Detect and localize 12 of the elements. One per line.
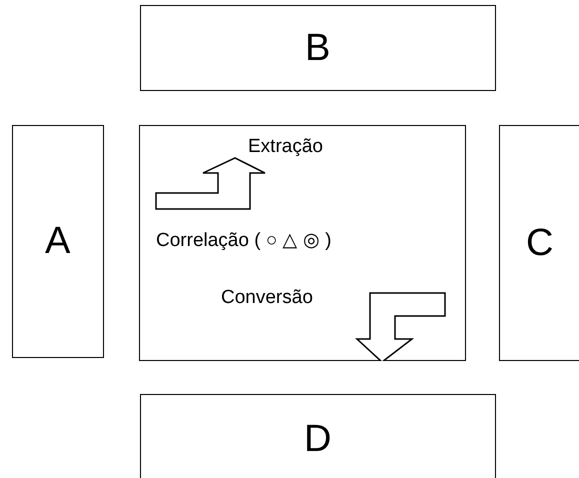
text-label: Correlação ( ○ △ ◎ ) (156, 231, 332, 251)
box (12, 125, 104, 358)
box-label: A (45, 222, 70, 260)
box-label: B (305, 28, 330, 66)
box-label: C (526, 224, 554, 262)
box (499, 125, 579, 361)
box (140, 394, 496, 478)
box (140, 5, 496, 91)
box-label: D (304, 420, 332, 458)
box (139, 125, 466, 361)
text-label: Conversão (221, 288, 313, 308)
text-label: Extração (248, 137, 323, 157)
